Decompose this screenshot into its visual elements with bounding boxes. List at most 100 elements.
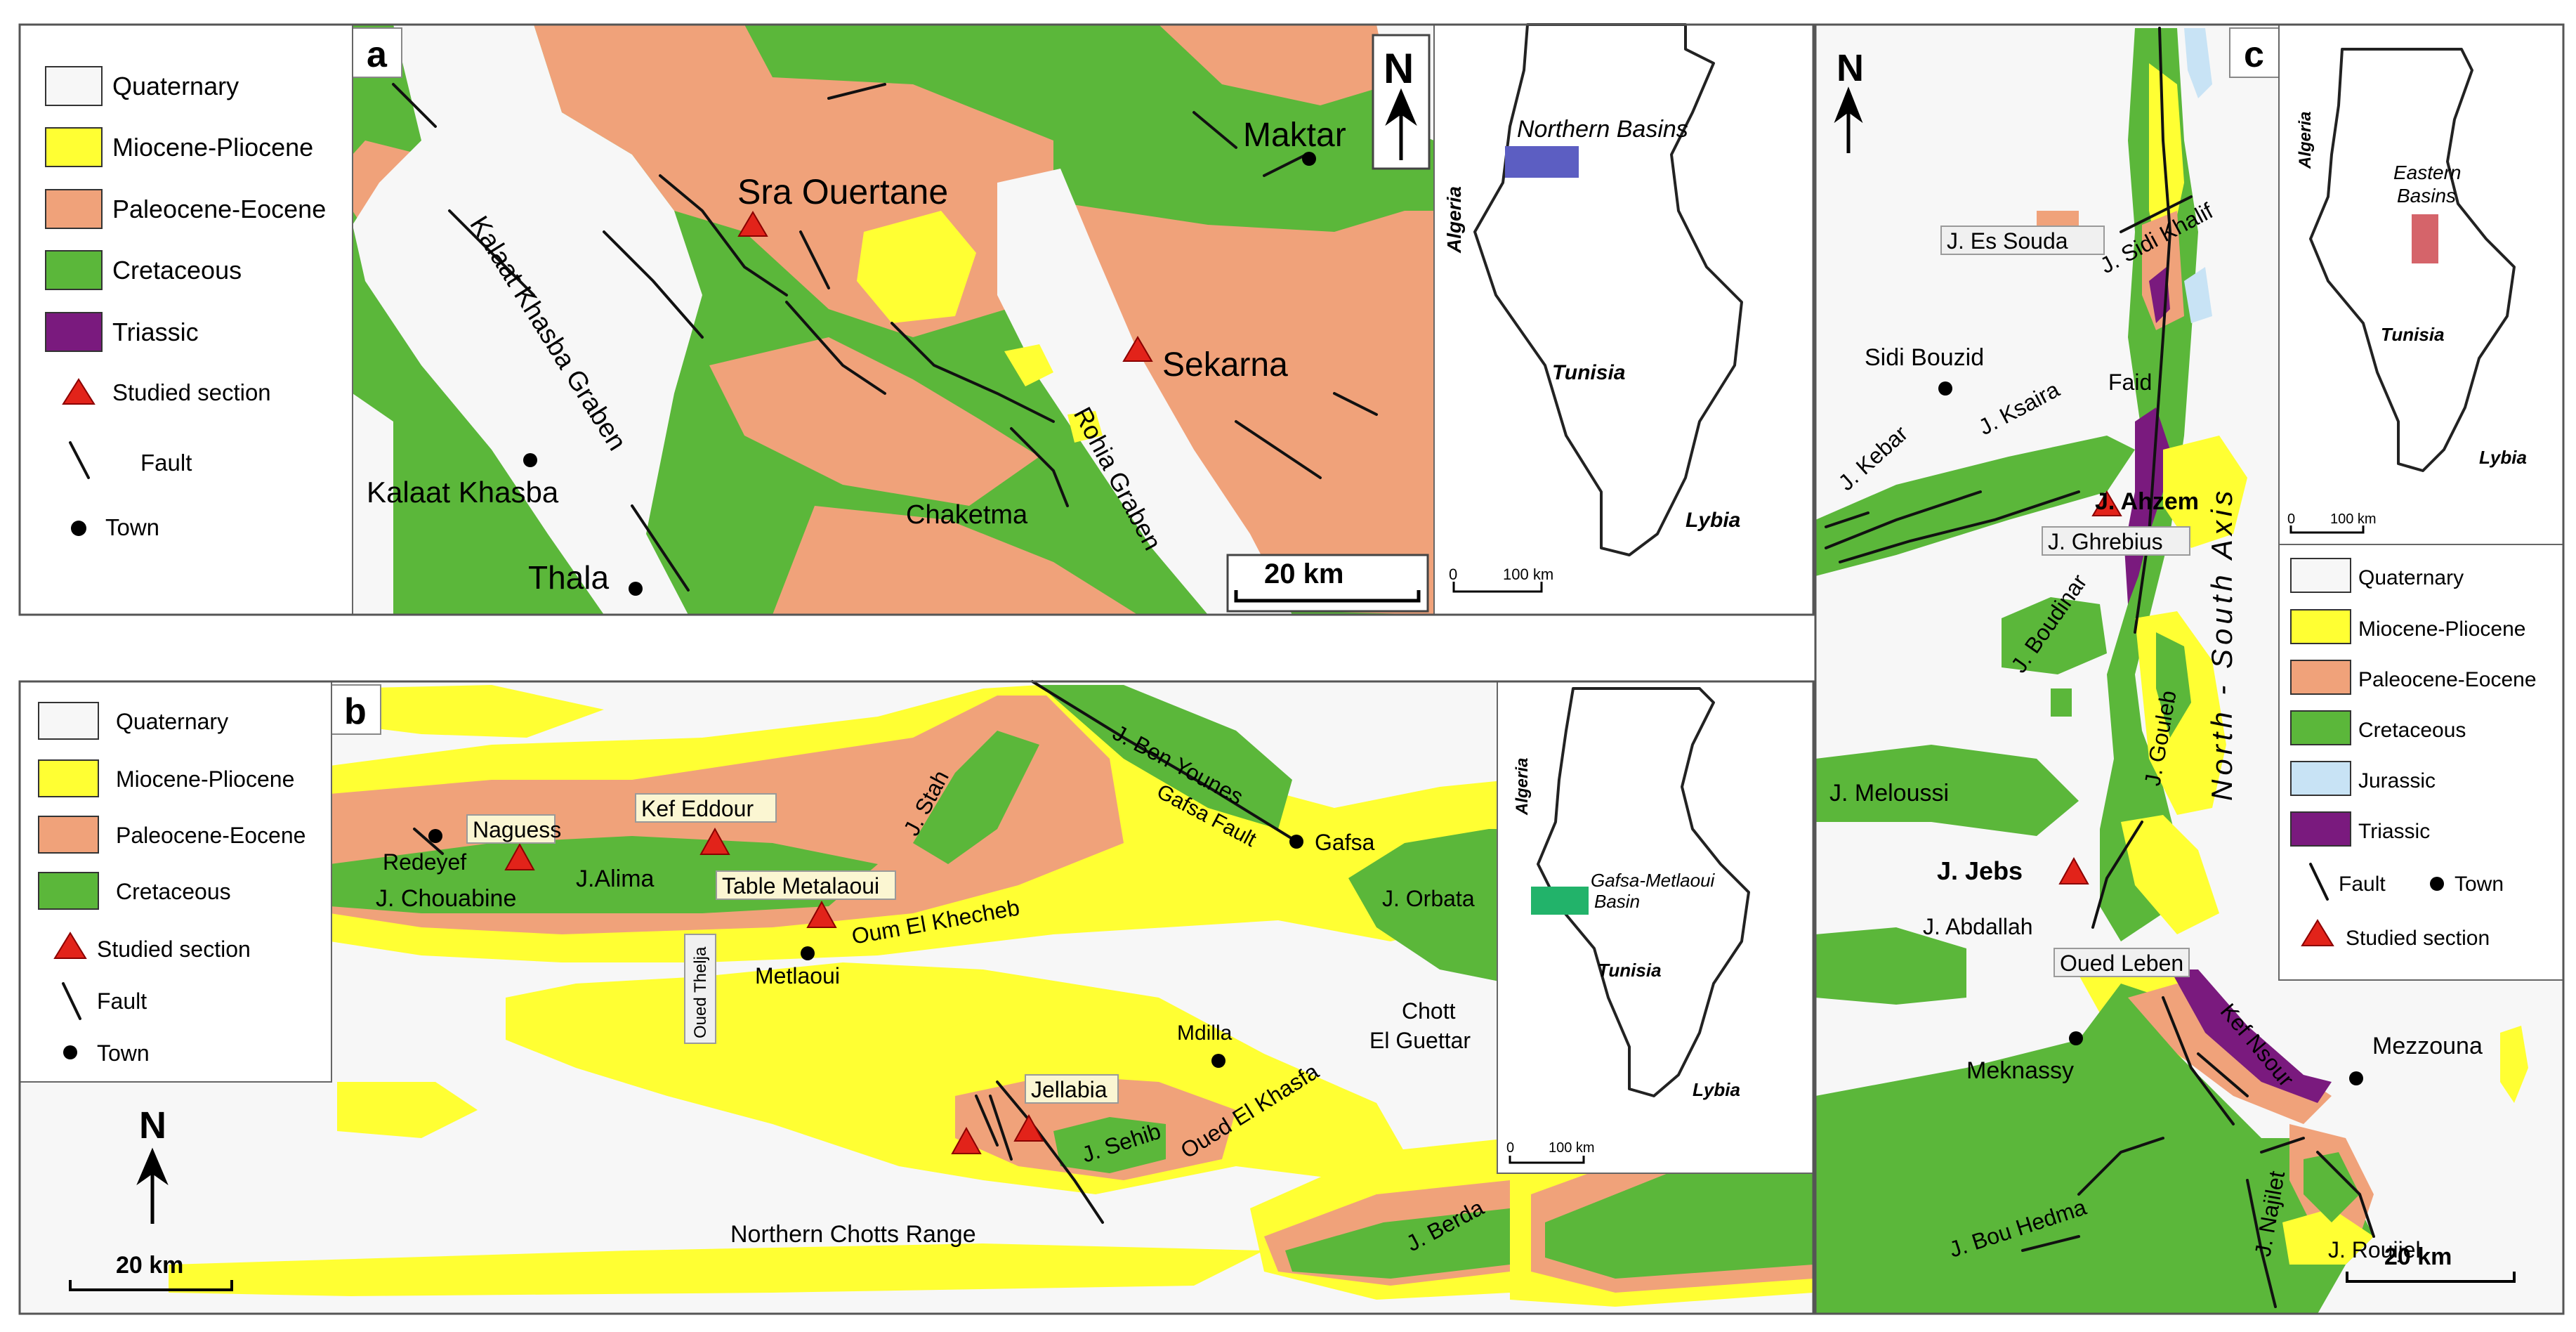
place-gafsa: Gafsa <box>1315 830 1375 855</box>
studied-section-sehib-icon <box>951 1126 982 1154</box>
paleocene-area <box>709 337 1039 506</box>
panel-a-inset: Northern Basins Algeria Tunisia Lybia 0 … <box>1433 23 1814 615</box>
tag-j-ghrebius <box>2042 526 2190 556</box>
inset-c-scale-icon <box>2289 525 2365 534</box>
town-mdilla-icon <box>1211 1054 1225 1068</box>
swatch-paleocene-eocene <box>45 189 103 229</box>
inset-b-scale-zero: 0 <box>1506 1140 1514 1156</box>
place-maktar: Maktar <box>1243 117 1346 154</box>
cretaceous-area <box>2051 688 2072 717</box>
place-j-rouijel: J. Rouijel <box>2328 1237 2421 1262</box>
paleocene-area <box>1159 25 1391 105</box>
studied-section-ahzem-icon <box>2091 490 2122 516</box>
cretaceous-area <box>1545 1152 1813 1279</box>
place-metlaoui: Metlaoui <box>755 963 840 988</box>
miocene-area <box>2163 436 2247 548</box>
cretaceous-area <box>2156 632 2191 738</box>
panel-a: Maktar Sra Ouertane Sekarna Kalaat Khasb… <box>18 23 1815 616</box>
fault-icon <box>2309 863 2329 901</box>
panel-c-north-label: N <box>1836 47 1864 89</box>
legend-fault: Fault <box>97 988 147 1014</box>
studied-section-sra-ouertane-icon <box>737 211 768 237</box>
legend-town: Town <box>97 1040 150 1066</box>
miocene-area <box>1004 344 1053 386</box>
town-icon <box>71 521 86 536</box>
place-j-ghrebius: J. Ghrebius <box>2048 529 2163 554</box>
swatch-paleocene-eocene <box>38 816 99 854</box>
place-el-guettar: El Guettar <box>1369 1028 1471 1053</box>
inset-c-lybia: Lybia <box>2479 447 2527 468</box>
inset-a-scale-label: 100 km <box>1503 566 1553 583</box>
place-j-abdallah: J. Abdallah <box>1923 914 2033 939</box>
studied-section-naguess-icon <box>504 842 535 870</box>
tag-oued-thelja <box>684 934 716 1044</box>
tag-table-metalaoui <box>716 870 896 900</box>
jurassic-area <box>2184 28 2212 98</box>
place-chott: Chott <box>1402 998 1456 1024</box>
legend-quaternary: Quaternary <box>112 72 239 100</box>
legend-jurassic: Jurassic <box>2358 769 2436 792</box>
gafsa-metlaoui-basin-area <box>1531 887 1589 915</box>
cretaceous-area <box>1285 1208 1510 1279</box>
swatch-jurassic <box>2290 761 2351 796</box>
place-j-jebs: J. Jebs <box>1937 856 2023 885</box>
inset-c-scale-label: 100 km <box>2330 511 2377 527</box>
inset-a-scale-zero: 0 <box>1449 566 1457 583</box>
panel-b-label: b <box>344 691 367 732</box>
panel-a-legend: Quaternary Miocene-Pliocene Paleocene-Eo… <box>19 24 353 615</box>
panel-a-faults <box>392 83 1378 592</box>
north-arrow-icon <box>1385 88 1417 160</box>
place-mezzouna: Mezzouna <box>2372 1033 2483 1059</box>
miocene-area <box>2282 1208 2374 1265</box>
swatch-miocene-pliocene <box>45 127 103 167</box>
place-naguess: Naguess <box>473 817 561 842</box>
place-mdilla: Mdilla <box>1177 1021 1233 1045</box>
miocene-area <box>857 211 976 323</box>
place-north-south-axis: North - South Axis <box>2205 487 2238 801</box>
miocene-area <box>2121 815 2219 934</box>
town-kalaat-khasba-icon <box>523 453 537 467</box>
panel-b-north-label: N <box>139 1104 166 1147</box>
swatch-quaternary <box>2290 558 2351 593</box>
place-j-alima: J.Alima <box>576 866 655 892</box>
cretaceous-area <box>2304 1152 2360 1222</box>
inset-a-scale-icon <box>1452 582 1543 593</box>
legend-paleocene-eocene: Paleocene-Eocene <box>112 195 326 223</box>
inset-b-basin-label-2: Basin <box>1594 891 1640 912</box>
inset-c-tunisia: Tunisia <box>2381 324 2445 345</box>
swatch-quaternary <box>45 66 103 106</box>
town-maktar-icon <box>1302 152 1316 166</box>
place-sekarna: Sekarna <box>1162 346 1288 384</box>
panel-a-label: a <box>367 34 388 75</box>
swatch-paleocene-eocene <box>2290 660 2351 695</box>
tag-kef-eddour <box>635 793 777 823</box>
panel-c-scale-label: 20 km <box>2384 1243 2452 1270</box>
tag-j-es-souda <box>1940 226 2105 255</box>
cretaceous-area <box>1053 1117 1166 1173</box>
inset-b-tunisia: Tunisia <box>1598 960 1662 981</box>
cretaceous-area <box>1815 745 2079 836</box>
town-mezzouna-icon <box>2349 1071 2363 1085</box>
inset-b-lybia: Lybia <box>1693 1079 1740 1100</box>
studied-section-icon <box>62 378 96 405</box>
swatch-miocene-pliocene <box>2290 609 2351 644</box>
inset-b-scale-label: 100 km <box>1549 1140 1595 1156</box>
panel-b-legend: Quaternary Miocene-Pliocene Paleocene-Eo… <box>19 681 332 1083</box>
legend-miocene-pliocene: Miocene-Pliocene <box>112 133 313 162</box>
panel-c: J. Es Souda J. Sidi Khalif Sidi Bouzid F… <box>1814 23 2565 1315</box>
legend-paleocene-eocene: Paleocene-Eocene <box>2358 668 2537 691</box>
place-chaketma: Chaketma <box>906 500 1028 530</box>
studied-section-table-metalaoui-icon <box>806 900 837 928</box>
place-oued-thelja: Oued Thelja <box>691 946 710 1038</box>
place-j-es-souda: J. Es Souda <box>1947 228 2068 254</box>
kalaat-khasba-graben-quaternary <box>353 25 702 615</box>
place-j-ahzem: J. Ahzem <box>2095 488 2199 515</box>
swatch-miocene-pliocene <box>38 759 99 797</box>
cretaceous-area <box>1815 436 2135 576</box>
town-thala-icon <box>629 582 643 596</box>
legend-cretaceous: Cretaceous <box>2358 719 2466 742</box>
place-jellabia: Jellabia <box>1031 1077 1108 1102</box>
place-kef-eddour: Kef Eddour <box>641 796 754 821</box>
place-j-meloussi: J. Meloussi <box>1829 780 1949 807</box>
north-arrow-icon <box>1834 86 1863 153</box>
